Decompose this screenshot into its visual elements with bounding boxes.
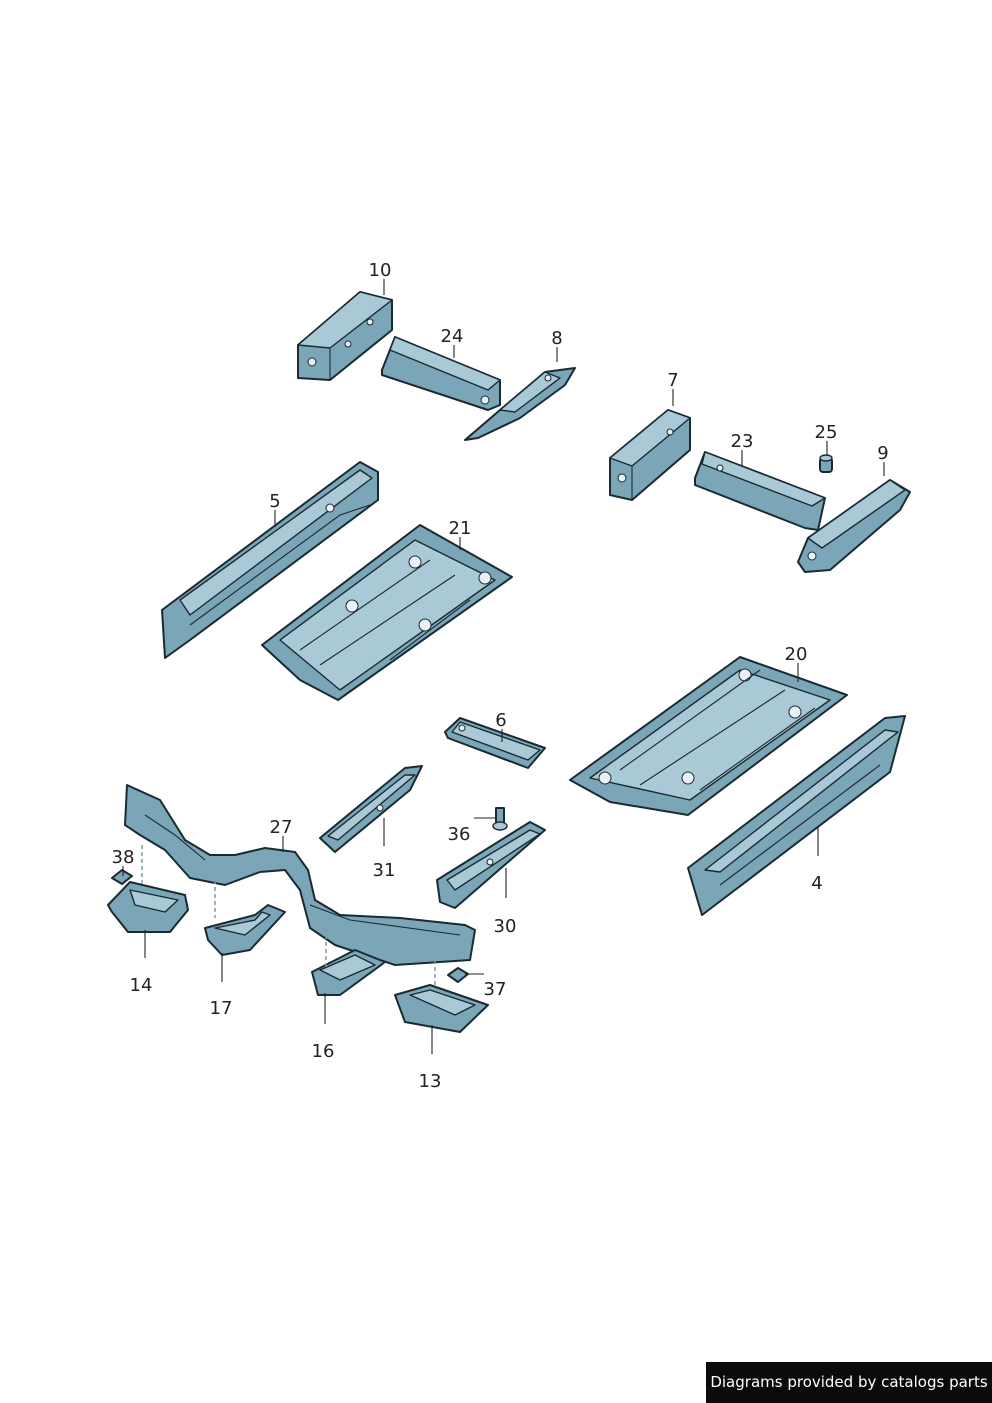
callout-23[interactable]: 23 — [731, 431, 754, 452]
callout-24[interactable]: 24 — [441, 326, 464, 347]
leader-lines — [122, 279, 885, 1054]
callout-25[interactable]: 25 — [815, 422, 838, 443]
callout-10[interactable]: 10 — [369, 260, 392, 281]
part-6[interactable] — [444, 717, 546, 769]
part-16[interactable] — [311, 949, 386, 996]
callout-6[interactable]: 6 — [495, 710, 506, 731]
callout-21[interactable]: 21 — [449, 518, 472, 539]
part-30[interactable] — [436, 821, 546, 909]
callout-16[interactable]: 16 — [312, 1041, 335, 1062]
part-31[interactable] — [319, 765, 423, 853]
part-14[interactable] — [107, 881, 189, 933]
callout-36[interactable]: 36 — [448, 824, 471, 845]
part-21[interactable] — [261, 524, 513, 701]
callout-labels: 10 24 8 7 23 25 9 5 21 20 6 4 27 38 36 3… — [112, 260, 889, 1092]
callout-4[interactable]: 4 — [811, 873, 822, 894]
part-23[interactable] — [694, 451, 826, 531]
part-5[interactable] — [161, 461, 379, 659]
callout-31[interactable]: 31 — [373, 860, 396, 881]
part-13[interactable] — [394, 984, 489, 1033]
credit-banner: Diagrams provided by catalogs parts — [706, 1362, 992, 1403]
part-9[interactable] — [797, 479, 911, 573]
callout-37[interactable]: 37 — [484, 979, 507, 1000]
callout-5[interactable]: 5 — [269, 491, 280, 512]
callout-8[interactable]: 8 — [551, 328, 562, 349]
part-38[interactable] — [111, 869, 133, 885]
callout-14[interactable]: 14 — [130, 975, 153, 996]
callout-17[interactable]: 17 — [210, 998, 233, 1019]
part-10[interactable] — [297, 291, 393, 381]
callout-27[interactable]: 27 — [270, 817, 293, 838]
part-20[interactable] — [569, 656, 848, 816]
callout-38[interactable]: 38 — [112, 847, 135, 868]
callout-7[interactable]: 7 — [667, 370, 678, 391]
part-17[interactable] — [204, 904, 286, 956]
callout-9[interactable]: 9 — [877, 443, 888, 464]
part-36[interactable] — [492, 807, 508, 831]
callout-13[interactable]: 13 — [419, 1071, 442, 1092]
part-37[interactable] — [447, 967, 469, 983]
part-4[interactable] — [687, 715, 906, 916]
callout-20[interactable]: 20 — [785, 644, 808, 665]
callout-30[interactable]: 30 — [494, 916, 517, 937]
part-24[interactable] — [381, 336, 501, 411]
part-25[interactable] — [819, 454, 833, 473]
assembly-lines — [141, 845, 436, 990]
part-8[interactable] — [464, 367, 576, 441]
part-7[interactable] — [609, 409, 691, 501]
part-27[interactable] — [124, 784, 476, 966]
